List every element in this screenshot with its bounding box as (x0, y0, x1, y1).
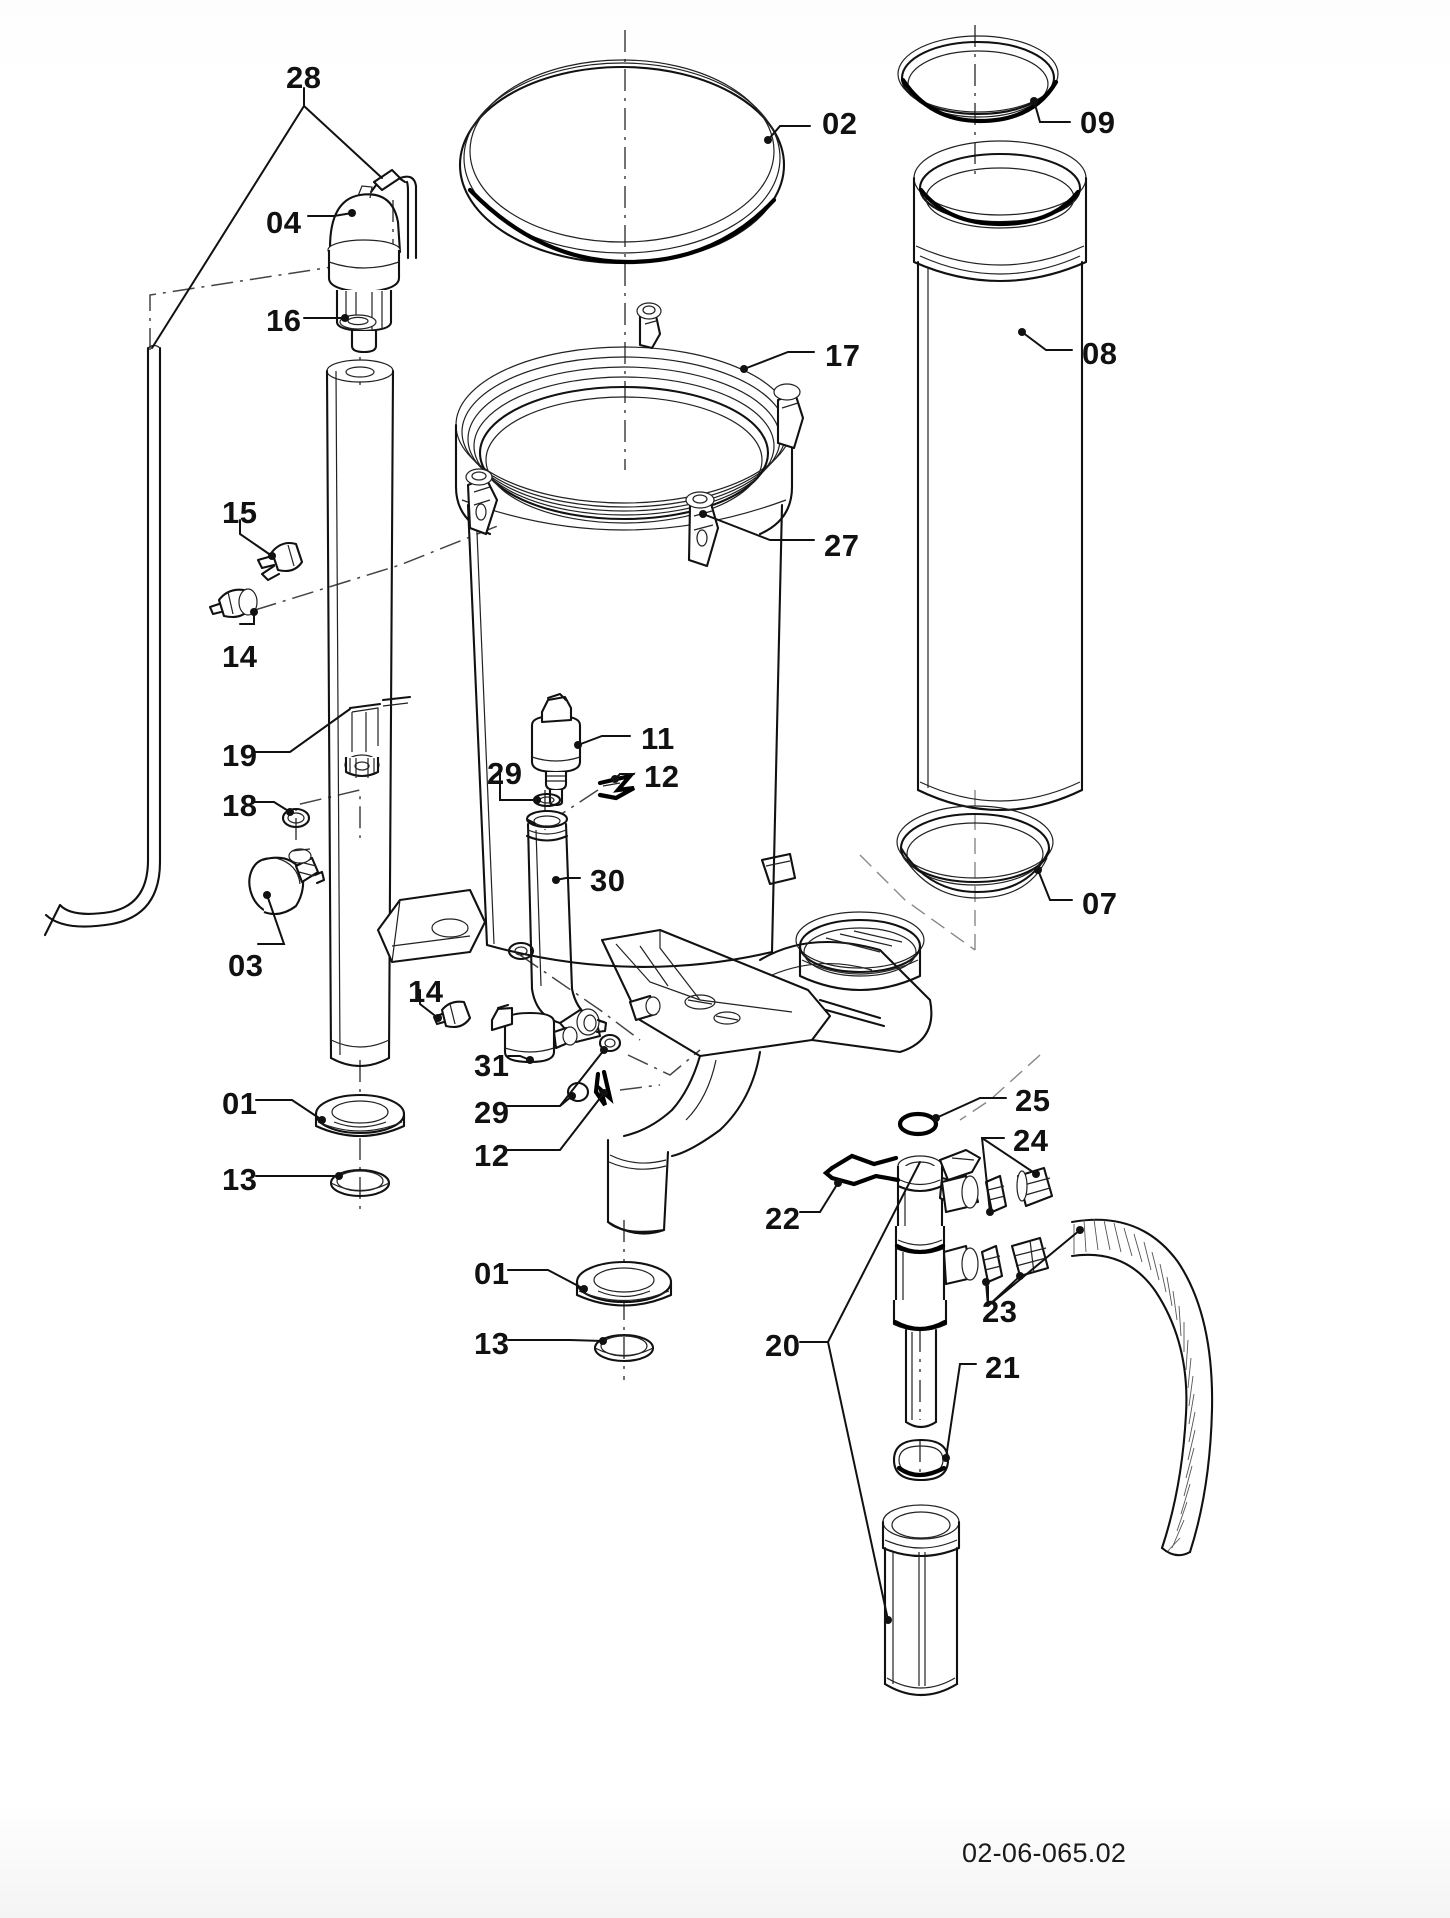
part-31-solenoid-valve-lower (490, 1003, 578, 1064)
callout-14-upper: 14 (222, 639, 258, 674)
callout-28: 28 (286, 60, 322, 95)
callout-27: 27 (824, 528, 860, 563)
part-15-clip-fitting (256, 541, 304, 582)
callout-12-upper: 12 (644, 759, 680, 794)
callout-13-center: 13 (474, 1326, 510, 1361)
callout-02: 02 (822, 106, 858, 141)
callout-07: 07 (1082, 886, 1118, 921)
part-25-o-ring (897, 1111, 940, 1137)
drawing-number: 02-06-065.02 (962, 1838, 1127, 1868)
callout-23: 23 (982, 1294, 1018, 1329)
part-17-vessel (454, 302, 805, 968)
callout-19: 19 (222, 738, 258, 773)
part-23-seal-nut-lower (980, 1236, 1050, 1286)
part-24-cap-nut-upper (984, 1166, 1054, 1216)
callout-04: 04 (266, 205, 302, 240)
drain-sleeve (881, 1504, 961, 1696)
part-04-filter-bowl (327, 168, 418, 354)
callout-01-left: 01 (222, 1086, 258, 1121)
vessel-base-foot (376, 888, 487, 964)
callout-29-lower: 29 (474, 1095, 510, 1130)
callout-14-lower: 14 (408, 974, 444, 1009)
callout-09: 09 (1080, 105, 1116, 140)
callout-30: 30 (590, 863, 626, 898)
callout-15: 15 (222, 495, 258, 530)
part-13-gasket-upper-left (329, 1168, 391, 1198)
callout-22: 22 (765, 1201, 801, 1236)
part-30-riser-pipe (525, 809, 608, 1044)
callout-11: 11 (641, 721, 675, 756)
callout-13-left: 13 (222, 1162, 258, 1197)
callout-20: 20 (765, 1328, 801, 1363)
part-28-rod (43, 344, 162, 937)
callout-29-upper: 29 (487, 756, 523, 791)
part-14-upper-nipple (208, 588, 258, 619)
part-01-foot-seal-center (575, 1260, 673, 1307)
part-21-retaining-ring (892, 1438, 950, 1482)
part-02-lid-gasket (458, 59, 786, 265)
part-08-long-tube (912, 140, 1088, 812)
callout-18: 18 (222, 788, 258, 823)
part-11-solenoid-valve (530, 692, 582, 807)
callout-25: 25 (1015, 1083, 1051, 1118)
part-07-lower-ring (896, 805, 1054, 899)
callout-12-lower: 12 (474, 1138, 510, 1173)
callout-16: 16 (266, 303, 302, 338)
callout-31: 31 (474, 1048, 510, 1083)
part-12-clip-upper (597, 772, 636, 801)
callout-17: 17 (825, 338, 861, 373)
callout-24: 24 (1013, 1123, 1049, 1158)
callout-21: 21 (985, 1350, 1021, 1385)
callout-08: 08 (1082, 336, 1118, 371)
leader-lines (151, 87, 1081, 1621)
part-03-pressure-gauge (248, 848, 326, 916)
bottom-manifold (600, 852, 933, 1235)
part-20-drain-valve-assembly (822, 1111, 1054, 1696)
callout-01-center: 01 (474, 1256, 510, 1291)
part-09-upper-ring (897, 35, 1059, 124)
part-01-foot-seal-upper-left (314, 1093, 406, 1138)
part-22-spring-clip (822, 1153, 901, 1187)
callout-03: 03 (228, 948, 264, 983)
flexible-hose (1070, 1218, 1214, 1557)
clamp-latch-group (465, 302, 805, 568)
